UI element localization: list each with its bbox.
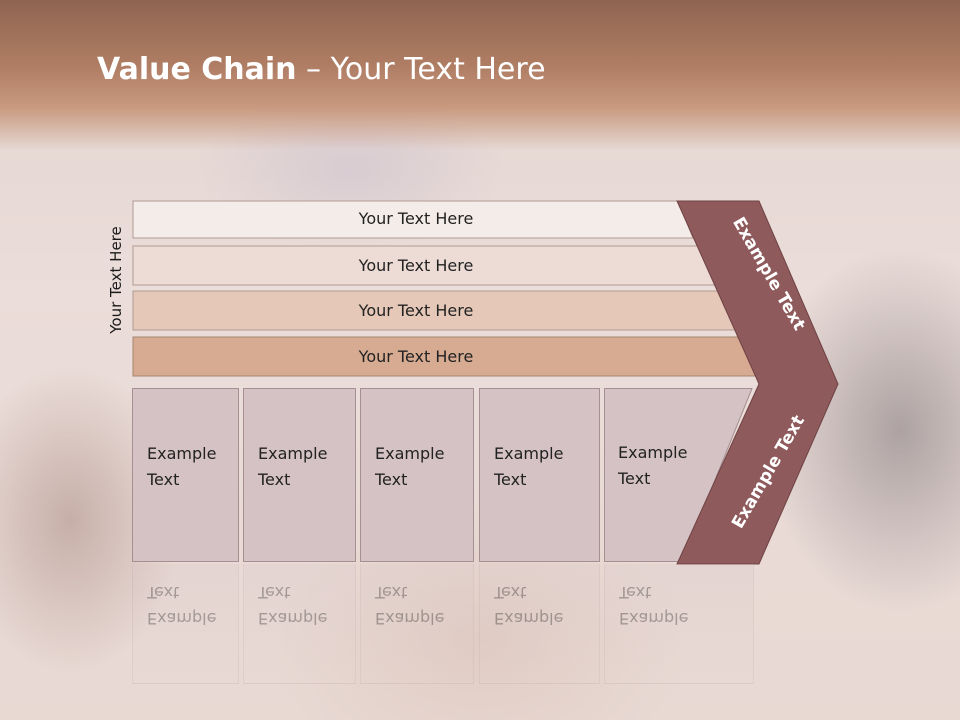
activity-box-3: Example Text — [360, 388, 474, 562]
reflection-box-2-label: Example Text — [258, 583, 328, 628]
reflection-box-2: Example Text — [243, 564, 356, 684]
activity-box-2: Example Text — [243, 388, 356, 562]
support-bar-2-label: Your Text Here — [358, 256, 474, 275]
support-bar-4-label: Your Text Here — [358, 347, 474, 366]
activity-box-4-label: Example Text — [494, 444, 564, 489]
reflection-box-3: Example Text — [360, 564, 474, 684]
reflection-box-5: Example Text — [604, 564, 754, 684]
activity-box-4: Example Text — [479, 388, 600, 562]
support-bar-3-label: Your Text Here — [358, 301, 474, 320]
boxes-reflection: Example Text Example Text Example Text E… — [132, 564, 772, 684]
slide-title: Value Chain – Your Text Here — [97, 52, 546, 87]
activity-box-2-label: Example Text — [258, 444, 328, 489]
reflection-box-5-label: Example Text — [619, 583, 689, 628]
reflection-box-1: Example Text — [132, 564, 239, 684]
activity-box-1: Example Text — [132, 388, 239, 562]
activity-box-3-label: Example Text — [375, 444, 445, 489]
reflection-inner: Example Text Example Text Example Text E… — [132, 564, 772, 684]
activity-box-5: Example Text — [604, 388, 754, 562]
reflection-box-1-label: Example Text — [147, 583, 217, 628]
reflection-box-4: Example Text — [479, 564, 600, 684]
header-band — [0, 0, 960, 150]
vertical-label: Your Text Here — [104, 200, 128, 360]
title-rest: – Your Text Here — [296, 52, 546, 87]
reflection-box-3-label: Example Text — [375, 583, 445, 628]
title-bold: Value Chain — [97, 52, 297, 87]
support-bar-1-label: Your Text Here — [358, 209, 474, 228]
activity-box-1-label: Example Text — [147, 444, 217, 489]
activity-box-5-label: Example Text — [618, 443, 688, 488]
margin-chevron — [676, 200, 839, 565]
reflection-box-4-label: Example Text — [494, 583, 564, 628]
vertical-label-text: Your Text Here — [107, 226, 125, 334]
